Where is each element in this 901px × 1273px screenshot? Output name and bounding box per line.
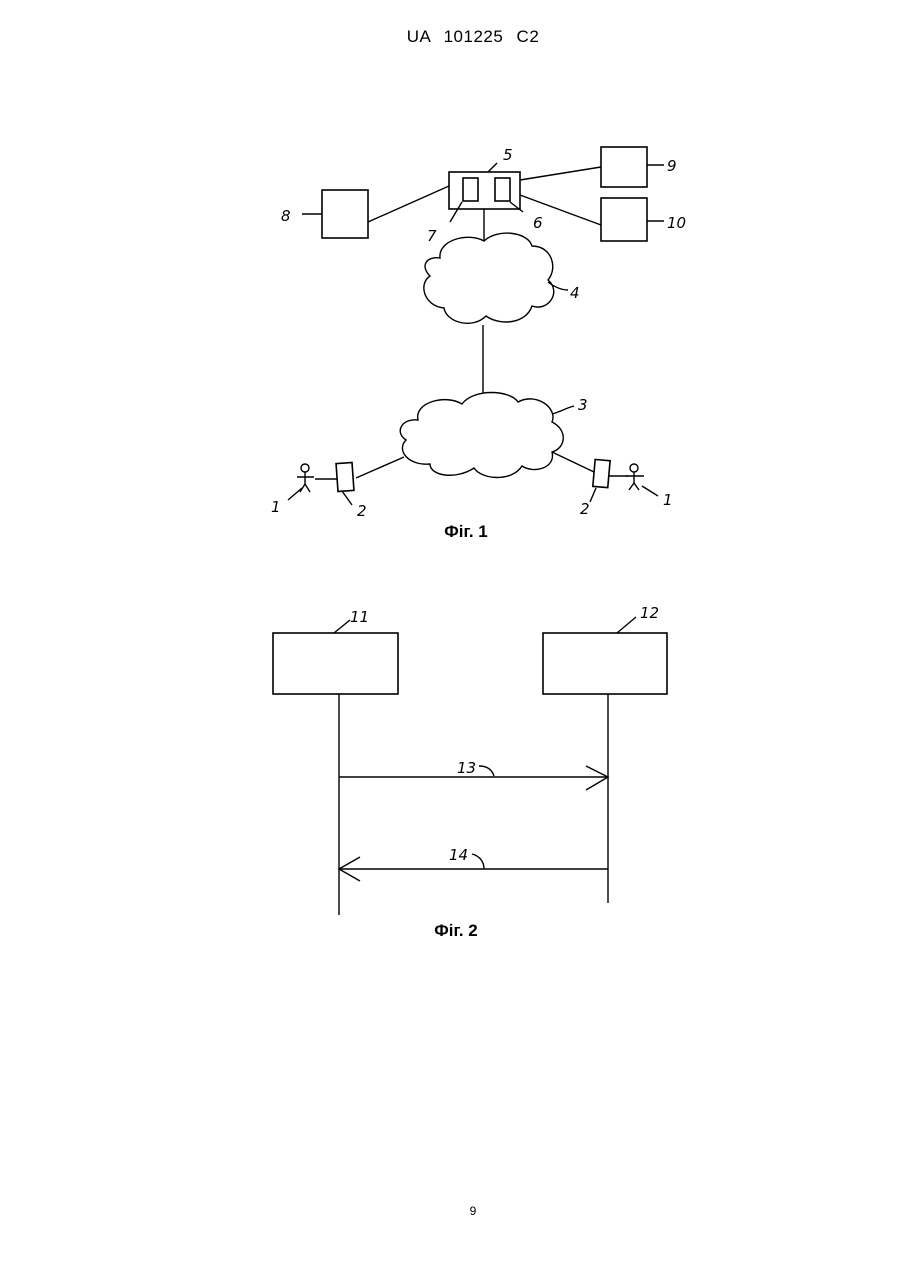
label-10: 10	[667, 214, 686, 232]
page-number: 9	[0, 1204, 901, 1218]
label-3: 3	[578, 396, 588, 414]
message-13-arrowhead	[586, 766, 608, 790]
device-right	[593, 459, 610, 487]
entity-12-box	[543, 633, 667, 694]
link-3-device-left	[356, 457, 404, 478]
figure-1: 5 6 7 8 9 10 4 3 1 2 2 1	[271, 146, 686, 520]
cloud-4	[424, 233, 554, 323]
figure-1-caption: Фіг. 1	[406, 522, 526, 542]
label-2-right: 2	[580, 500, 590, 518]
user-right-figure	[626, 464, 644, 490]
label-14: 14	[449, 846, 468, 864]
label-11: 11	[350, 608, 369, 626]
user-left-figure	[297, 464, 314, 492]
link-8-5	[368, 186, 449, 222]
label-9: 9	[667, 157, 677, 175]
label-5: 5	[503, 146, 513, 164]
label-2-left: 2	[357, 502, 367, 520]
label-6: 6	[533, 214, 543, 232]
figure-2-caption: Фіг. 2	[396, 921, 516, 941]
label-13: 13	[457, 759, 476, 777]
server-component-6	[495, 178, 510, 201]
cloud-3	[400, 393, 563, 478]
label-1-left: 1	[271, 498, 281, 516]
label-8: 8	[281, 207, 291, 225]
label-12: 12	[640, 604, 659, 622]
box-10	[601, 198, 647, 241]
label-4: 4	[570, 284, 580, 302]
entity-11-box	[273, 633, 398, 694]
box-8	[322, 190, 368, 238]
figure-2: 11 12 13 14	[273, 604, 667, 915]
device-left	[336, 462, 354, 491]
label-1-right: 1	[663, 491, 673, 509]
label-7: 7	[427, 227, 437, 245]
link-3-device-right	[552, 452, 594, 472]
server-component-7	[463, 178, 478, 201]
box-9	[601, 147, 647, 187]
link-5-9	[520, 167, 601, 180]
